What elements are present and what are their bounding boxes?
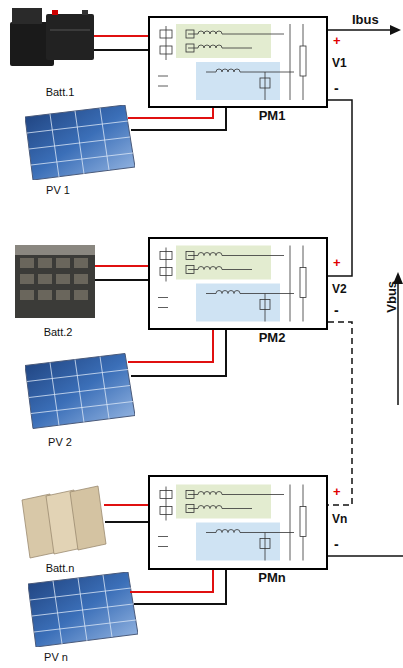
polarity-sign: +	[333, 255, 341, 271]
part-label: PV 1	[46, 184, 70, 197]
module-name: PM2	[259, 330, 286, 345]
part-label: Batt.1	[46, 86, 75, 99]
voltage-label: Vn	[332, 512, 347, 526]
part-label: PV 2	[48, 436, 72, 449]
converter-box: PM2	[148, 237, 328, 330]
module-name: PM1	[259, 108, 286, 123]
polarity-sign: -	[334, 80, 339, 97]
part-label: Batt.n	[46, 562, 75, 575]
part-label: PV n	[44, 651, 68, 664]
converter-box: PMn	[148, 475, 328, 570]
polarity-sign: +	[333, 33, 341, 49]
part-label: Vbus	[384, 281, 400, 313]
converter-box: PM1	[148, 16, 328, 108]
part-label: Batt.2	[44, 326, 73, 339]
part-label: Ibus	[352, 12, 379, 28]
module-name: PMn	[258, 570, 285, 585]
polarity-sign: -	[334, 302, 339, 319]
series-wire	[328, 100, 352, 276]
series-wire	[328, 322, 352, 505]
polarity-sign: +	[333, 484, 341, 500]
polarity-sign: -	[334, 536, 339, 553]
voltage-label: V2	[332, 282, 347, 296]
voltage-label: V1	[332, 56, 347, 70]
